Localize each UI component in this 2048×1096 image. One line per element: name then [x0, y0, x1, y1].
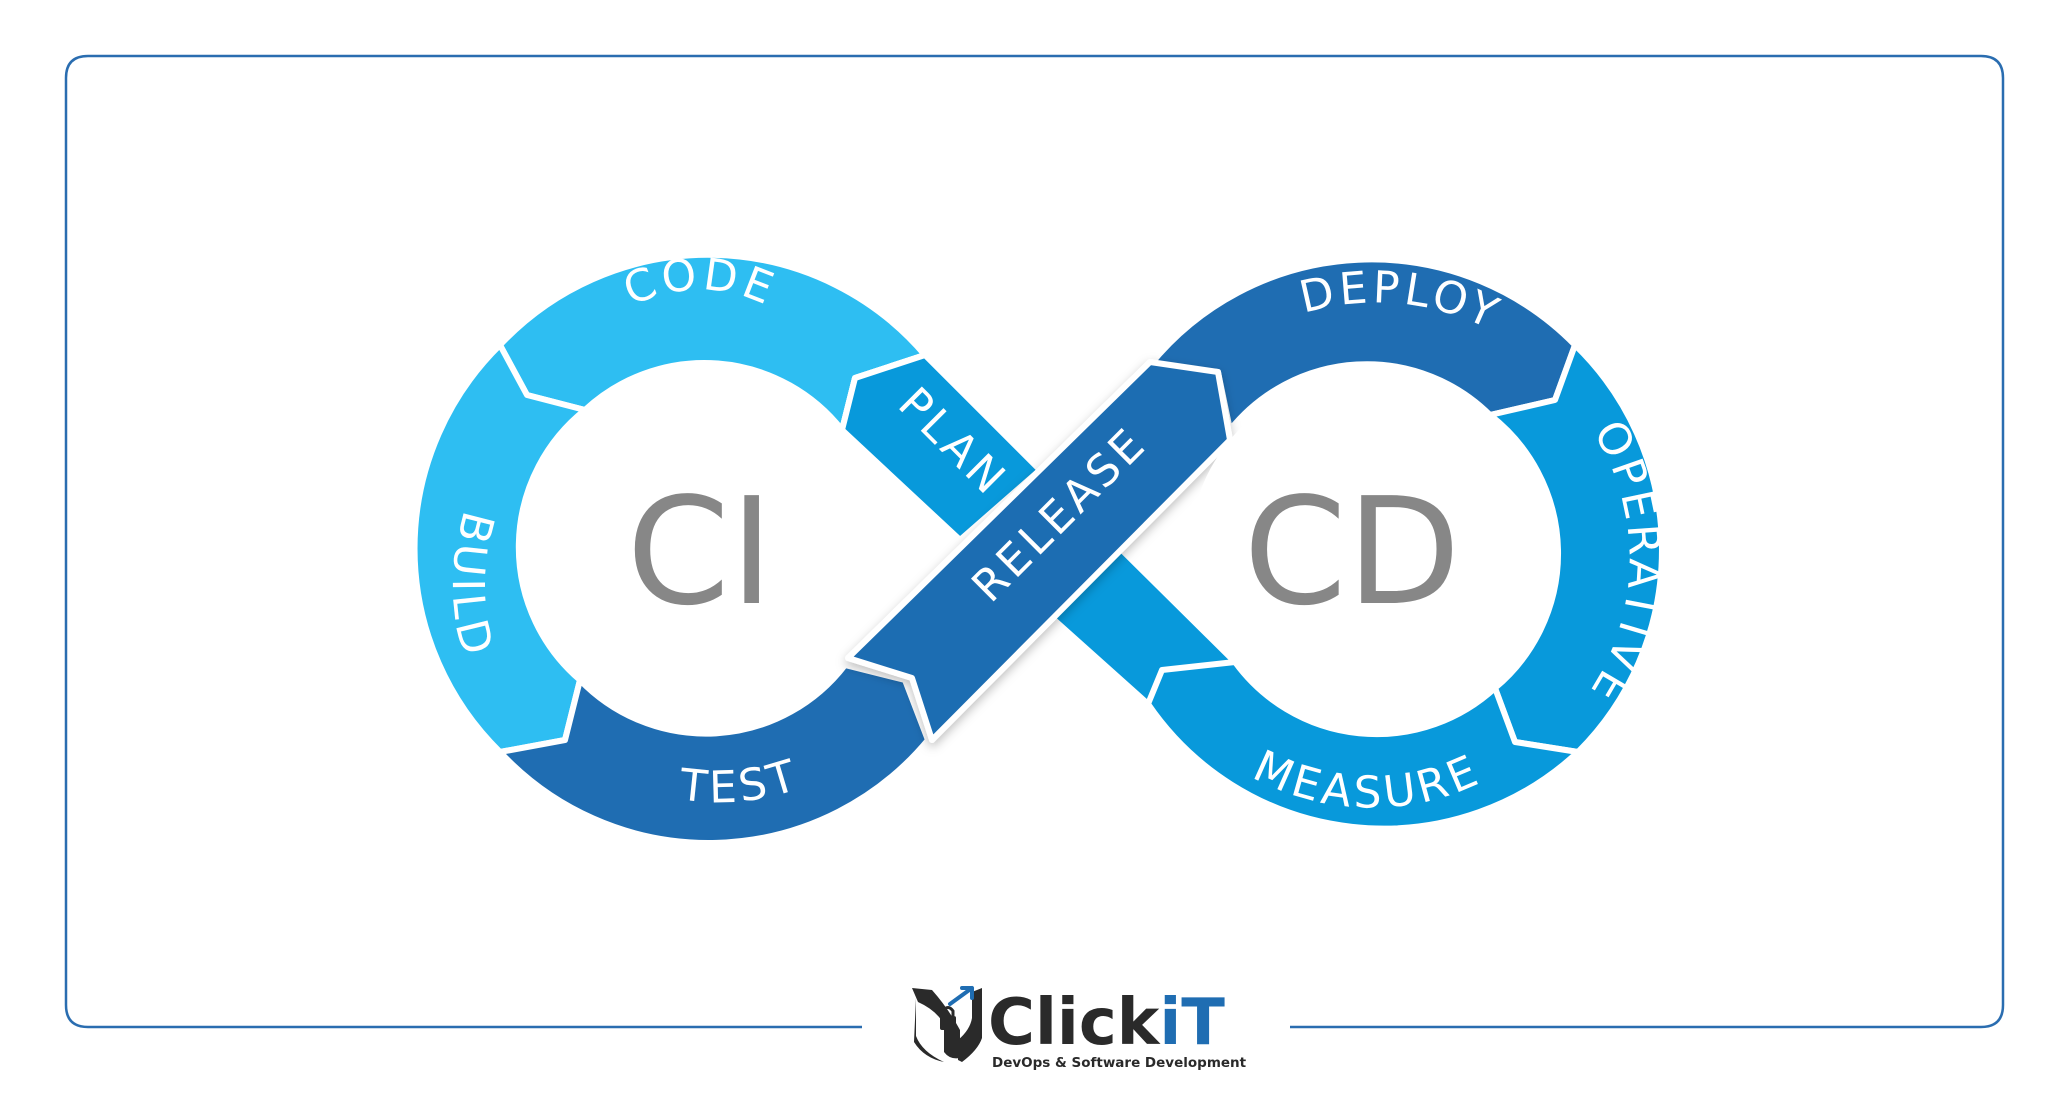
label-build: BUILD [441, 507, 503, 664]
segment-plan [839, 352, 1043, 543]
brand-name-accent: iT [1159, 986, 1225, 1060]
frame-border [64, 54, 2005, 1029]
cd-loop [1145, 256, 1665, 832]
brand-tagline: DevOps & Software Development [992, 1055, 1247, 1071]
cd-hub [1190, 378, 1534, 722]
ci-label: CI [627, 466, 774, 638]
segment-code [497, 251, 928, 433]
segment-test [497, 662, 931, 846]
brand-name: ClickiT [988, 986, 1225, 1060]
brand-logo: ClickiT DevOps & Software Development [912, 986, 1247, 1071]
cd-label: CD [1243, 466, 1460, 638]
segment-deploy [1147, 256, 1578, 433]
segment-measure [1145, 659, 1581, 832]
shield-lock-icon [912, 986, 982, 1062]
brand-name-main: Click [988, 986, 1161, 1060]
ci-hub [528, 378, 872, 722]
ci-loop [411, 251, 931, 846]
